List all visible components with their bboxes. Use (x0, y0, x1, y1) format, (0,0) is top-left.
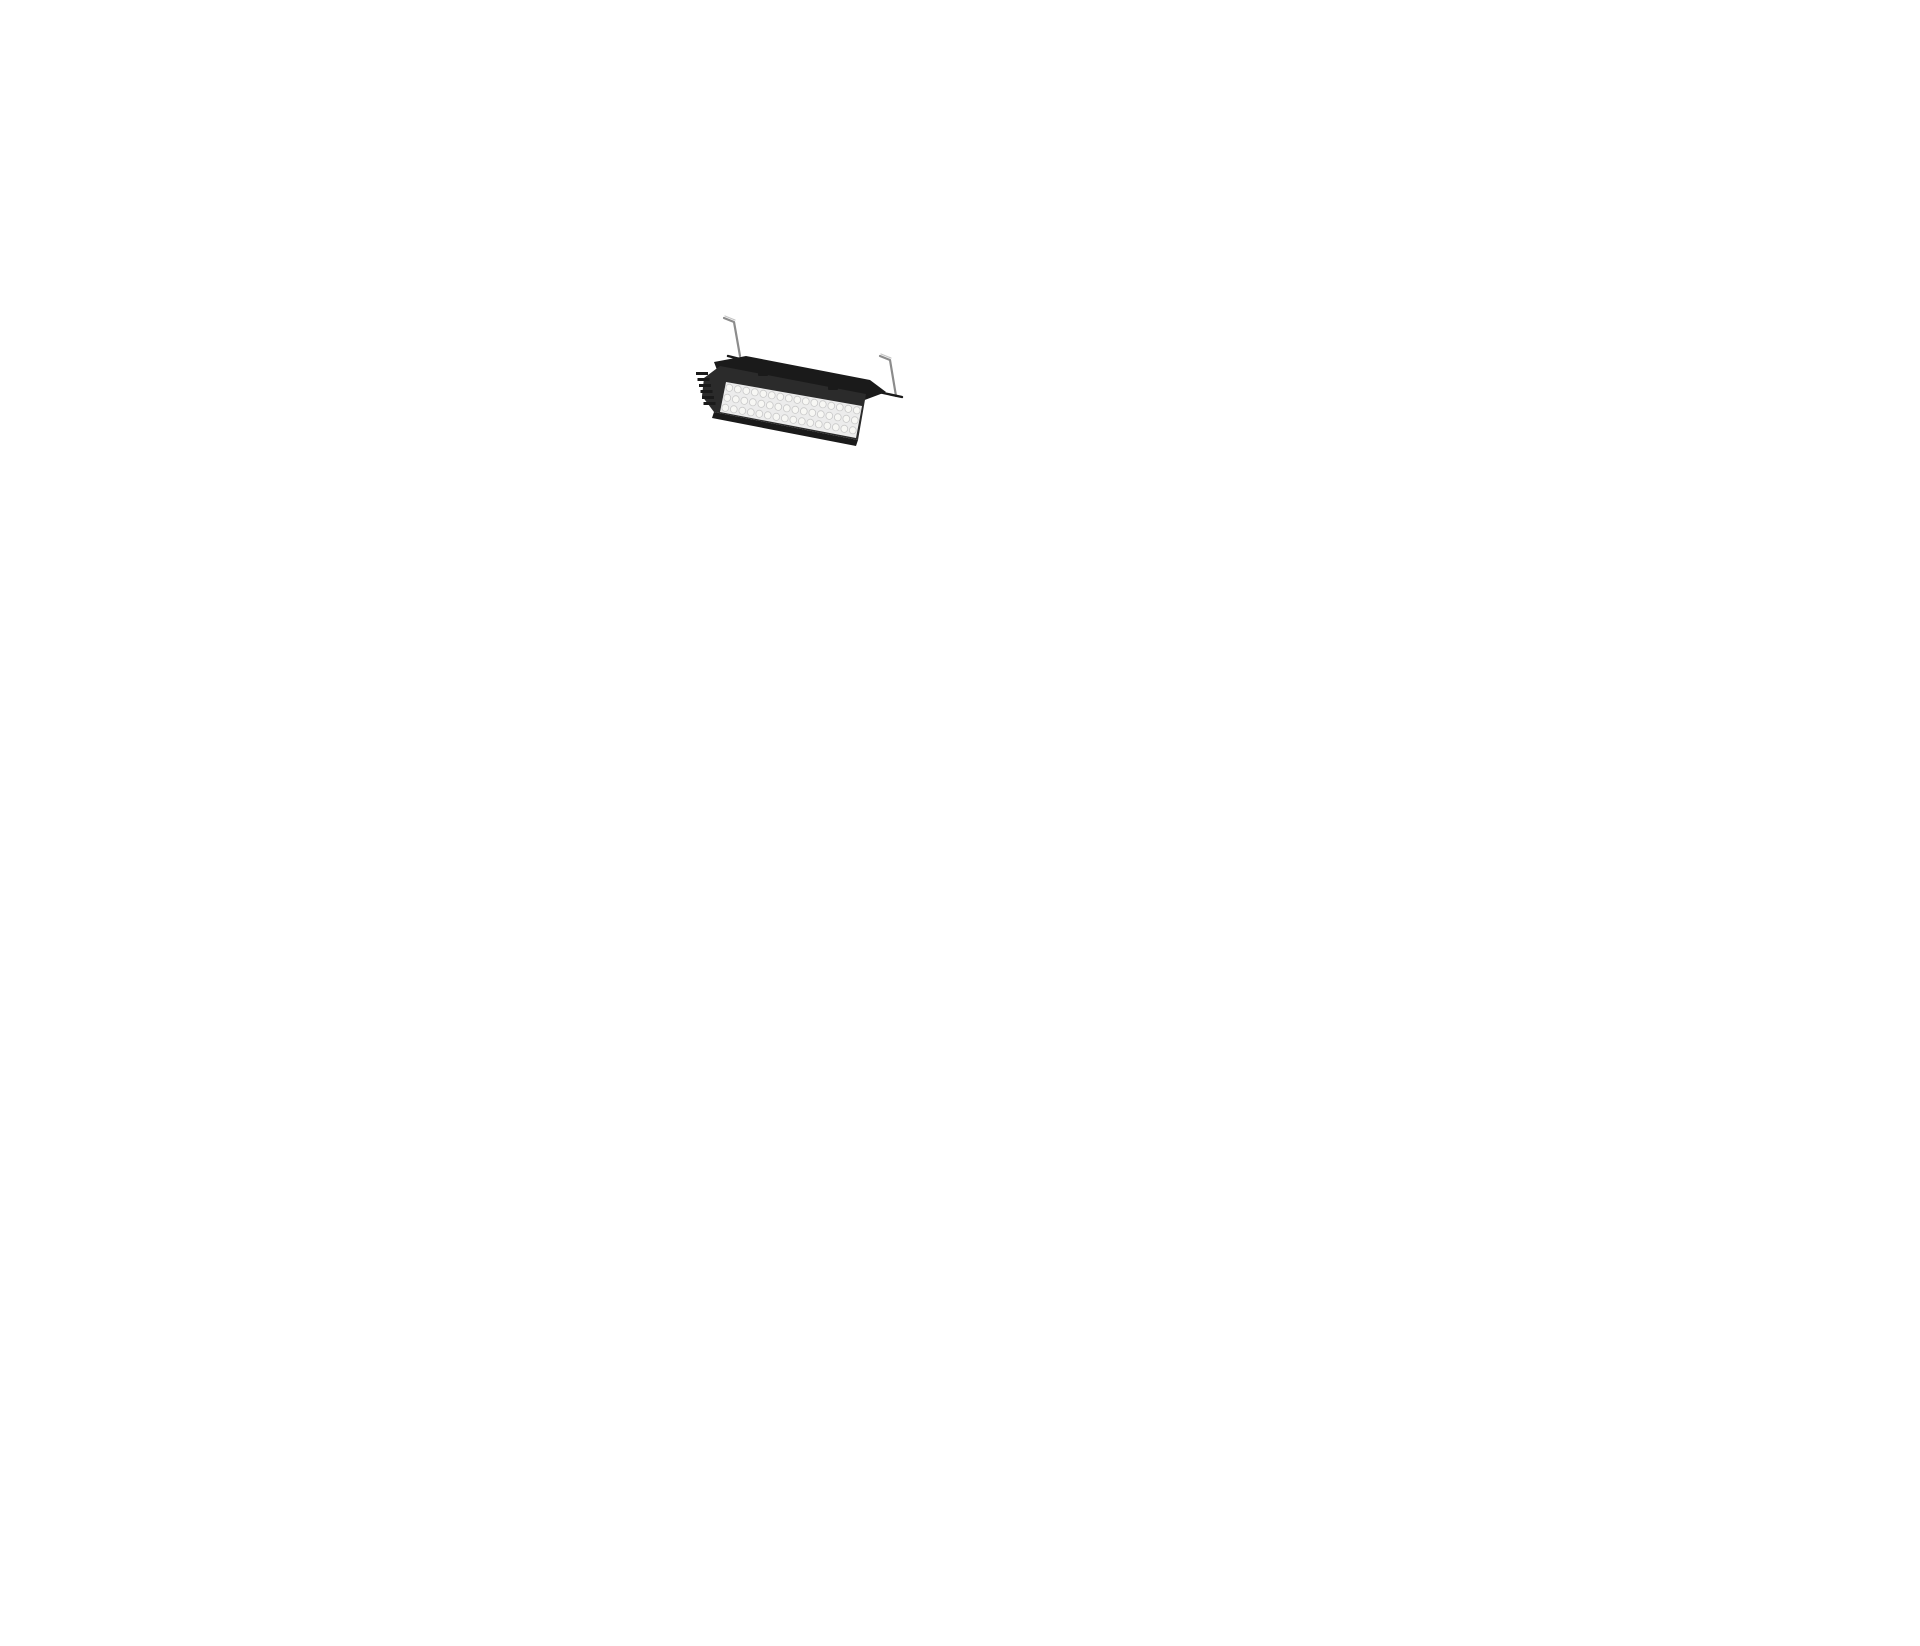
led-cell (772, 412, 781, 421)
led-cell (825, 411, 834, 420)
heat-sink-fin (700, 390, 713, 393)
heat-sink-fin (697, 378, 710, 381)
led-cell (768, 391, 776, 400)
led-cell (742, 386, 751, 395)
led-cell (827, 401, 836, 410)
fixture-drawing (696, 315, 904, 446)
heat-sink-fin (699, 384, 711, 387)
heat-sink-fin (696, 372, 708, 375)
led-linear-light-fixture (690, 300, 930, 460)
led-cell (802, 397, 810, 406)
led-cell (785, 394, 793, 403)
led-cell (808, 408, 817, 417)
heat-sink-fin (702, 396, 714, 399)
led-cell (738, 406, 747, 415)
led-cell (810, 398, 819, 407)
led-cell (832, 423, 840, 432)
led-cell (798, 417, 806, 426)
led-cell (740, 396, 749, 405)
led-cell (836, 403, 844, 412)
led-cell (783, 404, 791, 413)
led-cell (789, 415, 798, 424)
led-cell (746, 408, 755, 417)
led-cell (793, 395, 802, 404)
led-cell (733, 385, 742, 394)
led-cell (806, 418, 815, 427)
led-cell (844, 404, 853, 413)
led-cell (725, 383, 734, 392)
led-cell (851, 416, 859, 425)
led-cell (817, 410, 825, 419)
led-cell (840, 424, 849, 433)
led-cell (815, 420, 823, 429)
led-cell (774, 402, 783, 411)
led-cell (834, 413, 842, 422)
led-cell (853, 406, 861, 415)
led-cell (748, 398, 757, 407)
led-cell (755, 409, 764, 418)
led-cell (781, 414, 789, 423)
led-lens-panel (720, 382, 862, 438)
led-cell (723, 393, 732, 402)
led-cell (751, 388, 759, 397)
led-cell (764, 411, 772, 420)
left-mounting-bracket (722, 315, 754, 364)
led-cell (823, 421, 832, 430)
led-cell (766, 401, 774, 410)
heat-sink-fin (703, 402, 716, 405)
led-cell (721, 403, 730, 412)
led-cell (842, 414, 851, 423)
led-cell (729, 405, 738, 414)
led-cell (759, 389, 768, 398)
led-cell (776, 392, 785, 401)
led-cell (849, 426, 857, 435)
led-cell (791, 405, 800, 414)
led-cell (757, 399, 766, 408)
led-cell (819, 400, 827, 409)
led-cell (800, 407, 808, 416)
led-cell (731, 395, 740, 404)
